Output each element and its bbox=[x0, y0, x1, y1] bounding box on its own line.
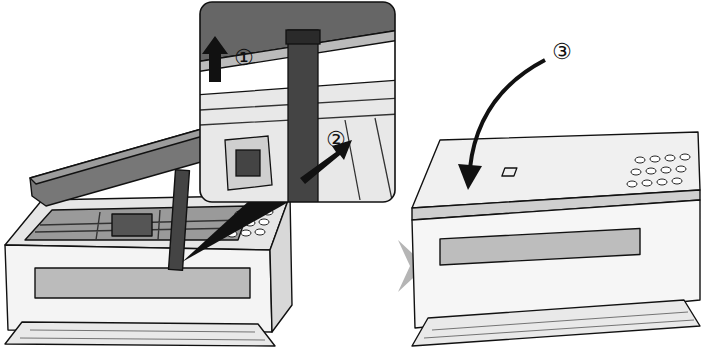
arrow-up bbox=[202, 36, 228, 82]
closed-front-cover bbox=[412, 300, 700, 346]
inset-cartridge-holder bbox=[225, 136, 272, 190]
closing-arrow bbox=[470, 60, 545, 168]
closed-printer bbox=[412, 132, 700, 346]
printer-side bbox=[270, 195, 292, 332]
inset-frame bbox=[200, 2, 395, 202]
document-mark bbox=[502, 168, 517, 176]
inset-pointer bbox=[182, 200, 292, 262]
scanner-support-arm bbox=[169, 170, 190, 271]
scanner-lid-raised bbox=[30, 128, 228, 206]
inset-cartridge bbox=[236, 150, 260, 176]
cover-ribs bbox=[20, 330, 265, 340]
closed-control-panel bbox=[627, 154, 690, 187]
front-cover-open bbox=[5, 322, 275, 346]
closed-cover-ribs bbox=[424, 312, 694, 338]
callout-number: ② bbox=[326, 128, 346, 152]
closing-arrow-head bbox=[458, 164, 482, 190]
magnified-inset bbox=[195, 0, 400, 210]
callout-number: ③ bbox=[552, 40, 572, 64]
paper-output-slot bbox=[35, 268, 250, 298]
open-printer bbox=[5, 128, 292, 346]
inset-arm-hinge bbox=[286, 30, 320, 44]
printer-front bbox=[5, 245, 272, 332]
callout-number: ① bbox=[234, 46, 254, 70]
cartridge-holder bbox=[112, 214, 152, 236]
closed-output-slot bbox=[440, 228, 640, 264]
